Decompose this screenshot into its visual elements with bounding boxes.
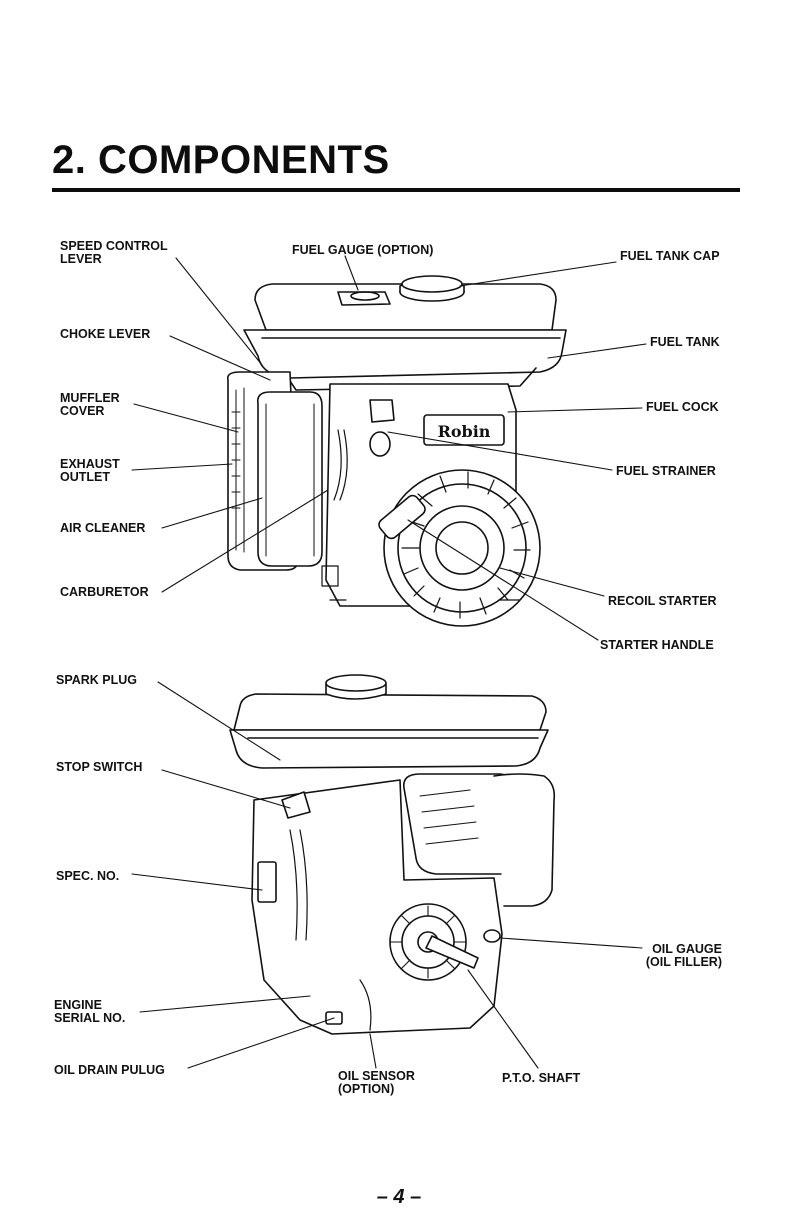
engine-front-view-illustration — [226, 275, 567, 627]
label-air-cleaner: AIR CLEANER — [60, 521, 146, 535]
label-fuel-tank-cap: FUEL TANK CAP — [620, 249, 720, 263]
label-oil-gauge: OIL GAUGE (OIL FILLER) — [645, 942, 722, 969]
label-fuel-gauge: FUEL GAUGE (OPTION) — [292, 243, 434, 257]
label-oil-drain-plug: OIL DRAIN PULUG — [54, 1063, 165, 1077]
engine-rear-view-illustration — [229, 674, 556, 1035]
label-speed-control-lever: SPEED CONTROL LEVER — [60, 239, 168, 266]
brand-logo: Robin — [438, 422, 491, 441]
label-recoil-starter: RECOIL STARTER — [608, 594, 717, 608]
section-title: 2. COMPONENTS — [52, 138, 390, 182]
label-exhaust-outlet: EXHAUST OUTLET — [60, 457, 120, 484]
label-engine-serial-no: ENGINE SERIAL NO. — [54, 998, 126, 1025]
label-stop-switch: STOP SWITCH — [56, 760, 143, 774]
leader-lines-top — [131, 255, 647, 641]
label-carburetor: CARBURETOR — [60, 585, 149, 599]
label-choke-lever: CHOKE LEVER — [60, 327, 151, 341]
label-pto-shaft: P.T.O. SHAFT — [502, 1071, 581, 1085]
label-fuel-cock: FUEL COCK — [646, 400, 719, 414]
label-fuel-strainer: FUEL STRAINER — [616, 464, 716, 478]
label-spark-plug: SPARK PLUG — [56, 673, 138, 687]
title-rule — [52, 188, 740, 192]
leader-lines-bottom — [131, 681, 643, 1069]
label-spec-no: SPEC. NO. — [56, 869, 120, 883]
label-muffler-cover: MUFFLER COVER — [60, 391, 120, 418]
label-starter-handle: STARTER HANDLE — [600, 638, 714, 652]
label-fuel-tank: FUEL TANK — [650, 335, 720, 349]
label-oil-sensor: OIL SENSOR (OPTION) — [338, 1069, 415, 1096]
page-number: – 4 – — [376, 1186, 422, 1208]
